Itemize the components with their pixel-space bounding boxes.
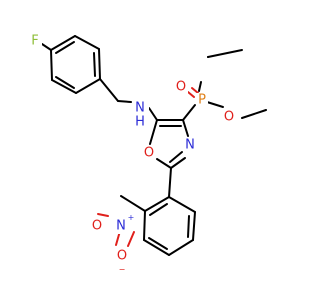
bond [149, 203, 168, 216]
bond [191, 87, 199, 94]
bond [182, 119, 189, 137]
methoxy-oxygen-right-label: O [224, 110, 234, 125]
bond [97, 213, 109, 217]
bond [207, 49, 243, 58]
bond [198, 81, 202, 92]
bond [50, 35, 76, 51]
bond [99, 78, 119, 102]
bond [93, 52, 96, 77]
bond [168, 239, 194, 256]
nitro-minus-charge: − [119, 265, 126, 274]
bond [168, 196, 196, 213]
bond [98, 48, 101, 80]
bond [187, 215, 190, 238]
bond [156, 158, 172, 169]
bond [50, 49, 53, 81]
bond [51, 79, 77, 94]
bond [143, 210, 146, 241]
oxazole-nitrogen-label: N [185, 138, 195, 153]
bond [187, 91, 195, 98]
bond [149, 119, 158, 145]
bond [148, 107, 158, 121]
bond [74, 35, 100, 50]
atom-labels: F N H P O O N O N + O O − [29, 33, 236, 274]
bond [182, 104, 196, 121]
bond [241, 109, 267, 119]
bond [117, 100, 132, 103]
bond [127, 231, 135, 247]
nitro-oxygen-top-label: O [92, 219, 102, 234]
bond [192, 211, 196, 241]
bond [120, 195, 146, 212]
phosphorus-label: P [198, 93, 206, 108]
bond [144, 196, 170, 212]
oxazole-oxygen-label: O [144, 146, 154, 161]
oxazole-ring [149, 119, 189, 169]
amine-n-label: N [135, 101, 145, 116]
bond [168, 167, 172, 198]
bond [55, 41, 75, 54]
amine-h-label: H [135, 115, 145, 130]
fluorine-label: F [31, 34, 38, 49]
molecule-structure-diagram: F N H P O O N O N + O O − [29, 33, 267, 274]
nitro-plus-charge: + [128, 213, 135, 222]
bond [169, 151, 183, 163]
bond [206, 101, 224, 108]
bond [170, 157, 186, 169]
nitro-nitrogen-label: N [116, 219, 126, 234]
nitro-oxygen-bottom-label: O [117, 249, 127, 264]
bond [143, 239, 170, 256]
phosphoryl-oxygen-label: O [176, 80, 186, 95]
bond [55, 76, 75, 89]
nitrophenyl-ring [143, 196, 196, 256]
bond [41, 43, 52, 51]
bond [148, 237, 168, 250]
bond [75, 78, 101, 94]
fluorophenyl-ring [50, 35, 101, 94]
